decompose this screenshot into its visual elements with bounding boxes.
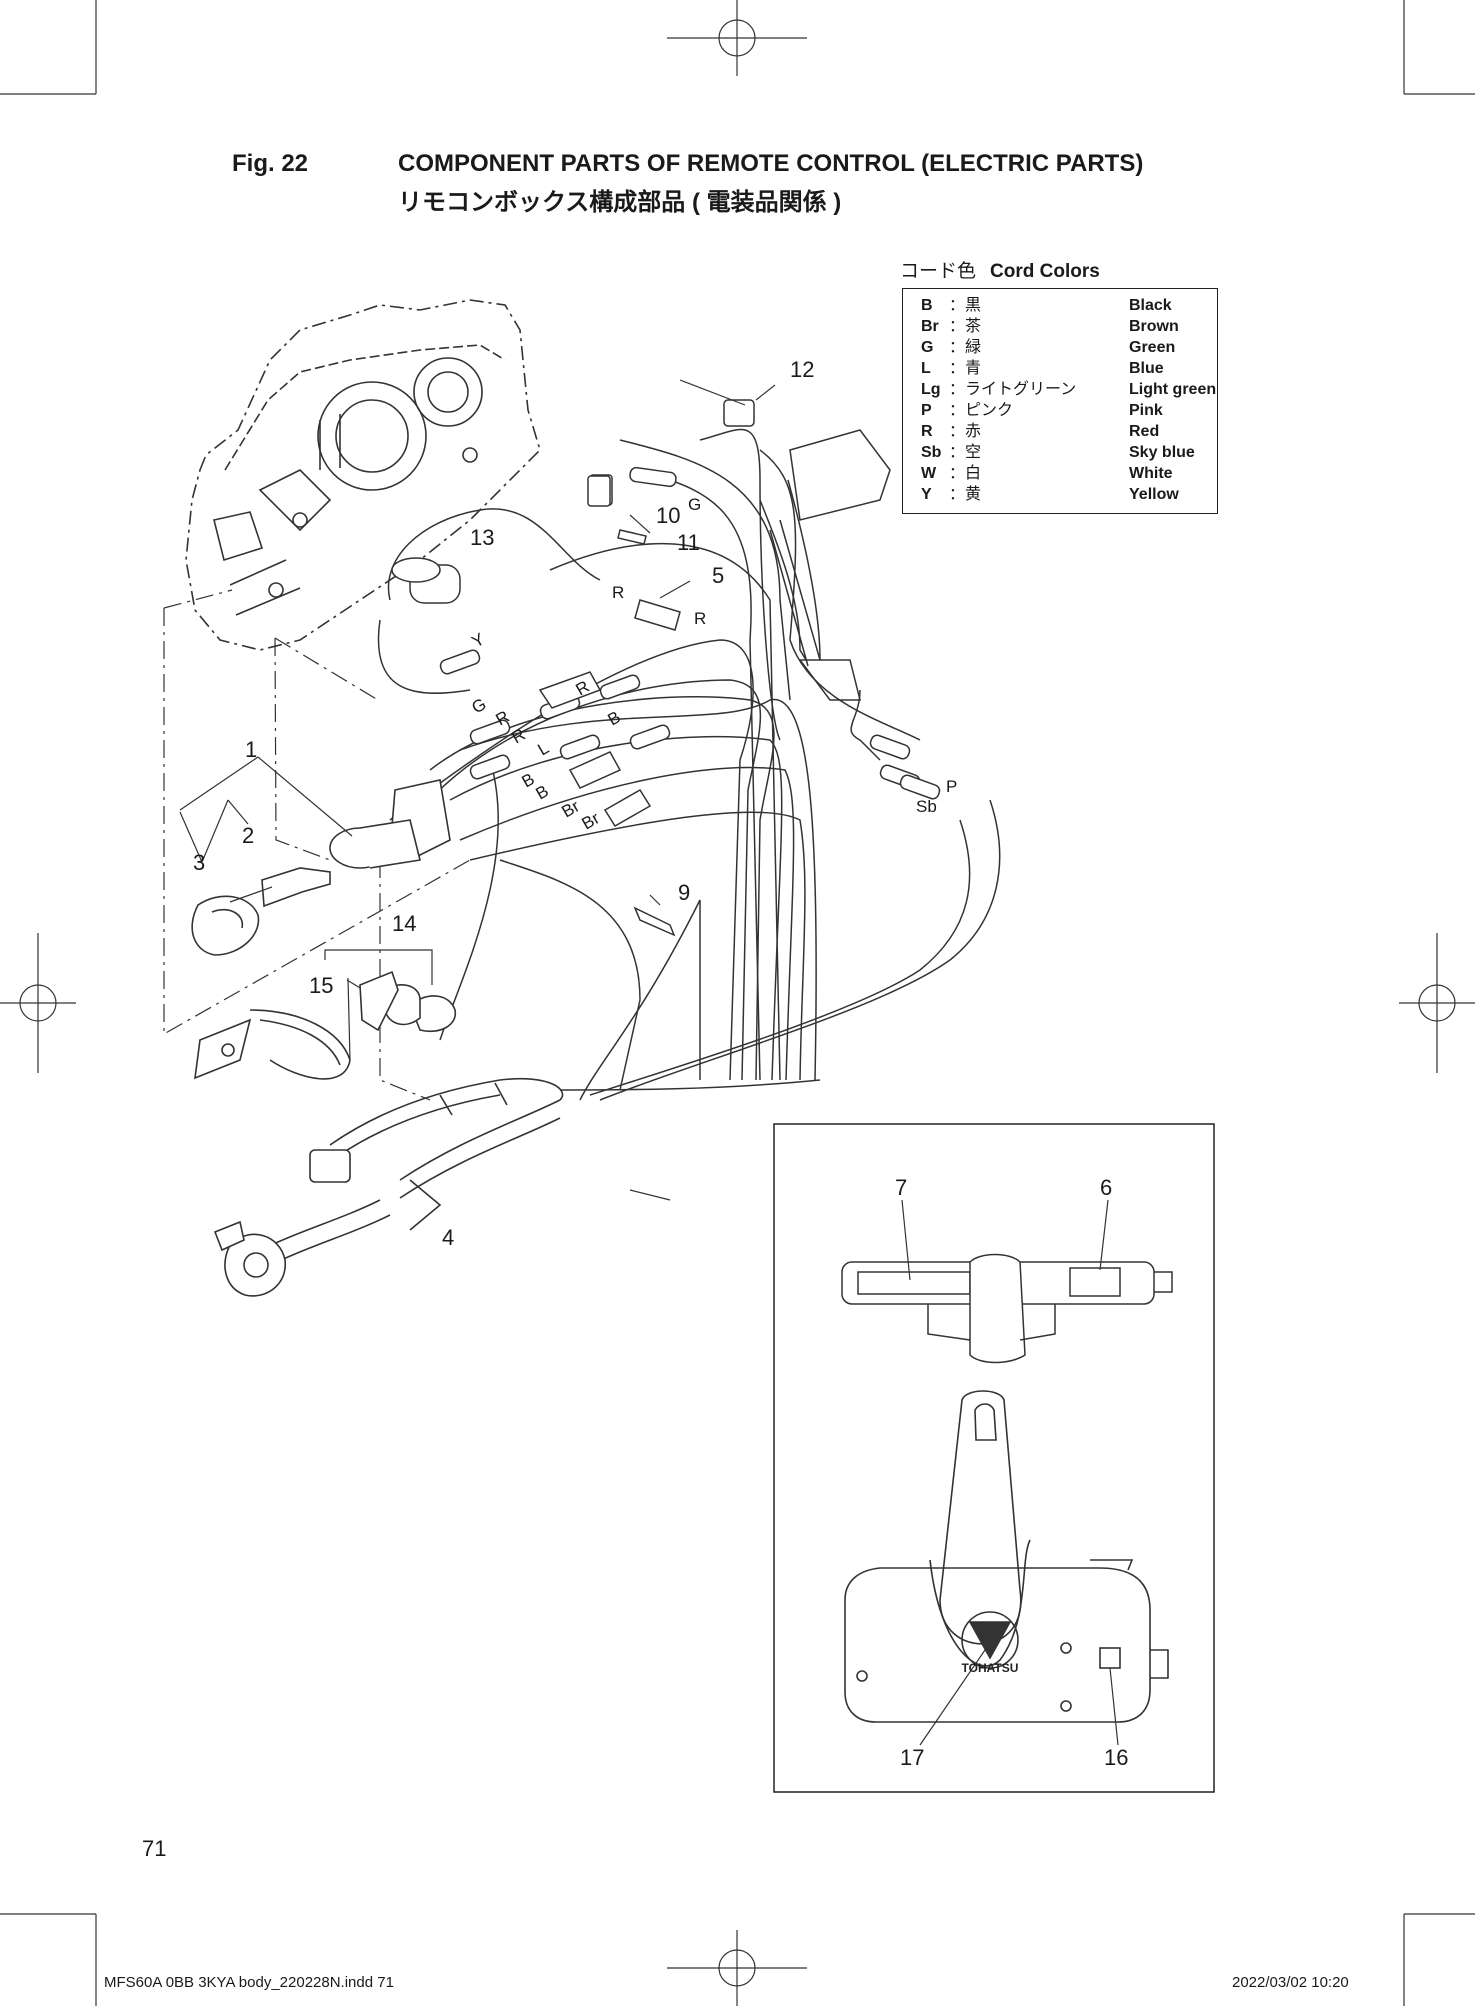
legend-code: P [921, 402, 932, 419]
legend-en: Green [1129, 339, 1176, 356]
legend-row: G ：緑 Green [921, 337, 1175, 358]
part-label-3: 3 [193, 850, 205, 875]
part-label-15: 15 [309, 973, 333, 998]
wire-label-r: R [694, 609, 706, 628]
wire-label-sb: Sb [916, 797, 937, 816]
inset-leader-lines [901, 1199, 1119, 1746]
remote-box-top-view [841, 1253, 1173, 1364]
part-label-2: 2 [242, 823, 254, 848]
legend-code: R [921, 423, 933, 440]
cord-color-legend: B ：黒 Black Br ：茶 Brown G ：緑 Green L ：青 Blue Lg ：ラ… [902, 288, 1218, 514]
legend-ja: ：白 [949, 465, 982, 482]
remote-box-front-view [844, 1390, 1169, 1723]
inset-frame [773, 1123, 1215, 1793]
legend-code: B [921, 297, 933, 314]
legend-en: Sky blue [1129, 444, 1195, 461]
ignition-switch-assembly [191, 779, 451, 956]
legend-row: Sb ：空 Sky blue [921, 442, 1195, 463]
legend-ja: ：黄 [949, 486, 982, 503]
legend-en: Light green [1129, 381, 1217, 398]
part-label-9: 9 [678, 880, 690, 905]
figure-number: Fig. 22 [232, 150, 309, 177]
legend-code: Br [921, 318, 939, 335]
legend-code: G [921, 339, 934, 356]
legend-row: Br ：茶 Brown [921, 316, 1179, 337]
wire-label-r: R [509, 725, 529, 748]
part-label-13: 13 [470, 525, 494, 550]
legend-row: Lg ：ライトグリーン Light green [921, 379, 1216, 400]
legend-en: White [1129, 465, 1173, 482]
legend-ja: ：赤 [949, 423, 982, 440]
wire-label-l: L [535, 738, 553, 759]
legend-en: Black [1129, 297, 1172, 314]
legend-ja: ：ピンク [949, 402, 1014, 419]
legend-en: Yellow [1129, 486, 1179, 503]
legend-code: Y [921, 486, 932, 503]
wire-color-labels: G R R Y G R R R L B B B Br Br P Sb [469, 495, 958, 833]
legend-title-ja: コード色 [900, 261, 977, 282]
part-label-5: 5 [712, 563, 724, 588]
legend-row: Y ：黄 Yellow [921, 484, 1179, 505]
legend-row: P ：ピンク Pink [921, 400, 1163, 421]
legend-ja: ：ライトグリーン [949, 381, 1077, 398]
part-number-callouts: 1 2 3 4 5 6 7 9 10 11 12 13 14 15 16 17 [193, 357, 1128, 1770]
wire-label-p: P [946, 777, 957, 796]
legend-en: Blue [1129, 360, 1164, 377]
wire-label-b: B [605, 707, 624, 729]
figure-title-en: COMPONENT PARTS OF REMOTE CONTROL (ELECT… [398, 150, 1144, 177]
legend-en: Brown [1129, 318, 1179, 335]
small-parts [391, 475, 676, 937]
part-label-17: 17 [900, 1745, 924, 1770]
legend-row: B ：黒 Black [921, 295, 1172, 316]
part-label-7: 7 [895, 1175, 907, 1200]
part-label-12: 12 [790, 357, 814, 382]
remote-control-housing [185, 299, 541, 651]
part-label-6: 6 [1100, 1175, 1112, 1200]
legend-row: L ：青 Blue [921, 358, 1164, 379]
tohatsu-logo-text: TOHATSU [962, 1661, 1019, 1675]
wire-label-r: R [612, 583, 624, 602]
part-label-11: 11 [677, 530, 700, 555]
part-label-1: 1 [245, 737, 257, 762]
wire-label-y: Y [469, 629, 488, 651]
legend-ja: ：茶 [949, 318, 982, 335]
projection-lines [163, 589, 471, 1101]
stop-switch-lanyard [194, 970, 456, 1080]
wire-label-b: B [533, 781, 552, 803]
legend-title-en: Cord Colors [990, 261, 1100, 282]
part-label-16: 16 [1104, 1745, 1128, 1770]
legend-ja: ：空 [949, 444, 982, 461]
legend-row: W ：白 White [921, 463, 1173, 484]
legend-ja: ：緑 [949, 339, 982, 356]
part-label-4: 4 [442, 1225, 454, 1250]
legend-code: W [921, 465, 937, 482]
legend-en: Red [1129, 423, 1160, 440]
legend-title: コード色 Cord Colors [900, 256, 1100, 283]
legend-ja: ：黒 [949, 297, 982, 314]
main-harness-part [213, 1078, 564, 1297]
wire-label-g: G [469, 694, 490, 717]
legend-code: Lg [921, 381, 941, 398]
page-number: 71 [142, 1836, 167, 1861]
wiring-harness [377, 428, 1001, 1101]
legend-row: R ：赤 Red [921, 421, 1159, 442]
connectors [409, 399, 941, 828]
wire-label-g: G [688, 495, 701, 514]
legend-en: Pink [1129, 402, 1163, 419]
footer-timestamp: 2022/03/02 10:20 [1232, 1974, 1349, 1991]
figure-title-ja: リモコンボックス構成部品 ( 電装品関係 ) [398, 189, 842, 216]
legend-code: L [921, 360, 931, 377]
footer-file-name: MFS60A 0BB 3KYA body_220228N.indd 71 [104, 1974, 394, 1991]
part-label-14: 14 [392, 911, 416, 936]
legend-code: Sb [921, 444, 942, 461]
legend-ja: ：青 [949, 360, 982, 377]
control-lever-part [759, 429, 891, 701]
part-label-10: 10 [656, 503, 680, 528]
part-leader-lines [179, 379, 776, 1201]
